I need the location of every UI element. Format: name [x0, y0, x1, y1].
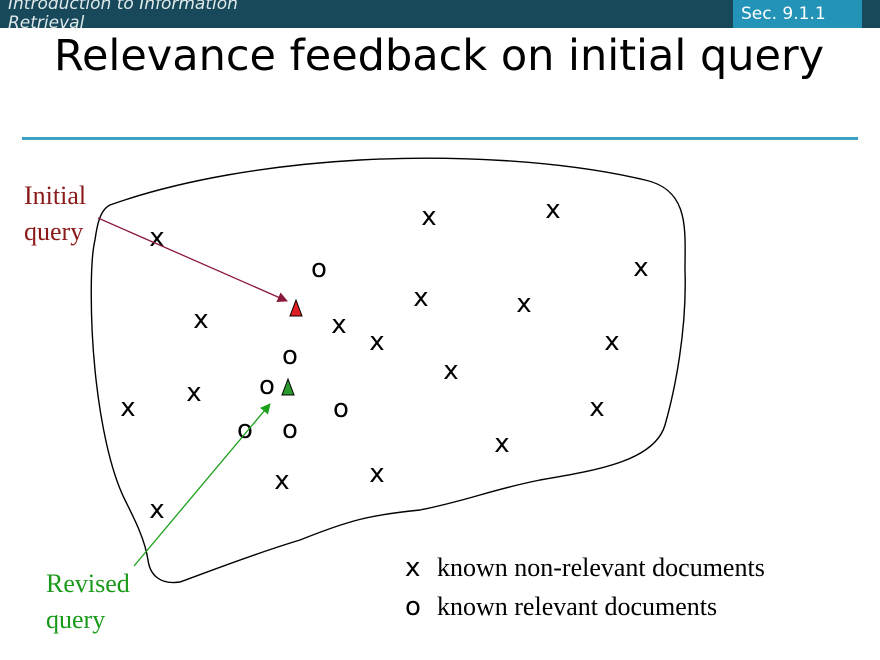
nonrelevant-document-marker: x: [633, 253, 648, 283]
legend-text: known relevant documents: [437, 592, 717, 621]
nonrelevant-document-marker: x: [604, 327, 619, 357]
nonrelevant-document-marker: x: [193, 305, 208, 335]
nonrelevant-document-marker: x: [331, 310, 346, 340]
nonrelevant-document-marker: x: [186, 378, 201, 408]
nonrelevant-document-marker: x: [545, 195, 560, 225]
title-divider: [22, 137, 858, 140]
legend-symbol: o: [405, 592, 421, 622]
revised-query-marker: [281, 377, 295, 396]
initial-query-arrow: [97, 217, 288, 302]
nonrelevant-document-marker: x: [443, 356, 458, 386]
relevant-document-marker: o: [282, 341, 298, 371]
course-title: Introduction to Information Retrieval: [8, 0, 238, 33]
legend-symbol: x: [405, 553, 420, 583]
nonrelevant-document-marker: x: [494, 429, 509, 459]
relevant-document-marker: o: [282, 415, 298, 445]
initial-query-marker: [289, 298, 303, 317]
nonrelevant-document-marker: x: [120, 393, 135, 423]
nonrelevant-document-marker: x: [149, 495, 164, 525]
nonrelevant-document-marker: x: [589, 393, 604, 423]
legend: x known non-relevant documents o known r…: [405, 553, 765, 622]
revised-query-arrow: [133, 403, 271, 567]
section-badge: Sec. 9.1.1: [733, 0, 862, 28]
relevant-document-marker: o: [333, 394, 349, 424]
initial-query-label: Initial query: [24, 181, 93, 246]
nonrelevant-document-marker: x: [369, 459, 384, 489]
relevant-document-marker: o: [311, 254, 327, 284]
document-space-boundary: [90, 157, 686, 584]
nonrelevant-document-marker: x: [413, 283, 428, 313]
revised-query-label: Revised query: [46, 569, 136, 634]
nonrelevant-document-marker: x: [516, 289, 531, 319]
nonrelevant-document-marker: x: [421, 202, 436, 232]
relevant-document-marker: o: [237, 415, 253, 445]
nonrelevant-document-marker: x: [274, 466, 289, 496]
nonrelevant-document-marker: x: [149, 223, 164, 253]
relevant-document-marker: o: [259, 371, 275, 401]
legend-text: known non-relevant documents: [437, 553, 765, 582]
nonrelevant-document-marker: x: [369, 327, 384, 357]
slide-title: Relevance feedback on initial query: [54, 31, 825, 81]
